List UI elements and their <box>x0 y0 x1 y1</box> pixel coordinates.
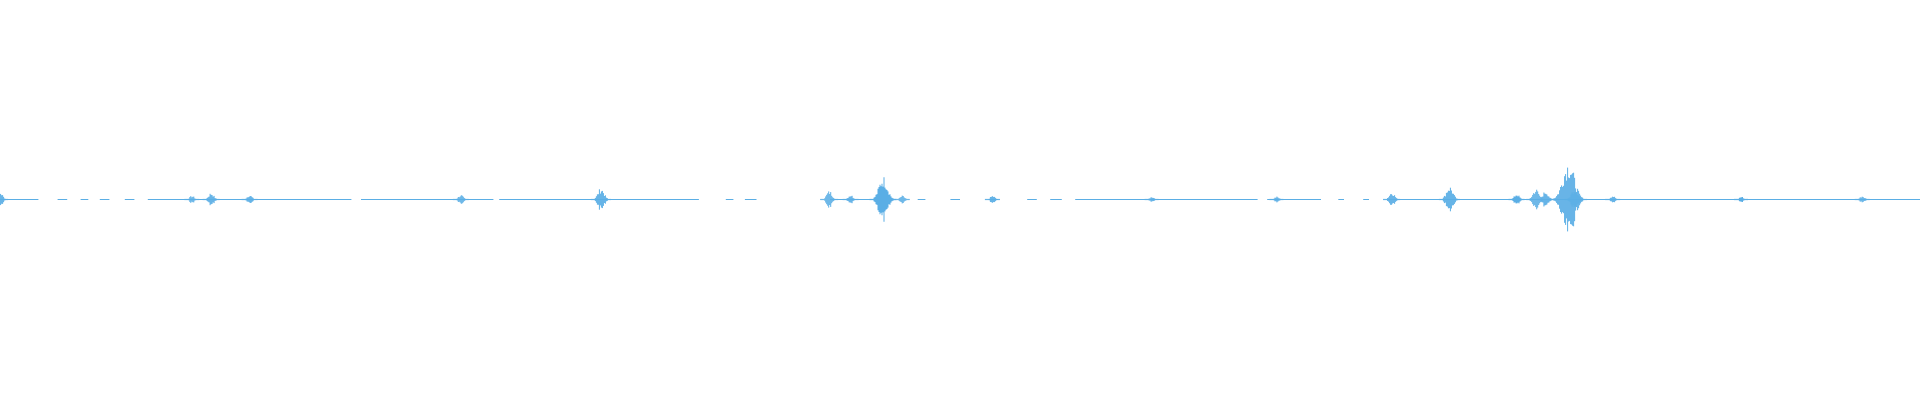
waveform-silence-gap <box>38 198 58 201</box>
waveform-silence-gap <box>67 198 81 201</box>
waveform-silence-gap <box>756 198 830 201</box>
waveform-silence-gap <box>960 198 989 201</box>
waveform-silence-gap <box>351 198 361 201</box>
waveform-bars <box>0 167 1870 232</box>
waveform-silence-gap <box>733 198 745 201</box>
waveform-silence-gap <box>1061 198 1076 201</box>
waveform-silence-gap <box>925 198 951 201</box>
waveform-silence-gap <box>1036 198 1051 201</box>
waveform-silence-gap <box>1369 198 1387 201</box>
waveform-silence-gap <box>698 198 726 201</box>
waveform-silence-gap <box>493 198 500 201</box>
waveform-silence-gap <box>1257 198 1268 201</box>
waveform-silence-gap <box>109 198 125 201</box>
waveform-silence-gap <box>88 198 100 201</box>
waveform-silence-gap <box>134 198 148 201</box>
waveform-silence-gap <box>1321 198 1339 201</box>
waveform-silence-gap <box>1344 198 1364 201</box>
waveform-silence-gap <box>998 198 1028 201</box>
